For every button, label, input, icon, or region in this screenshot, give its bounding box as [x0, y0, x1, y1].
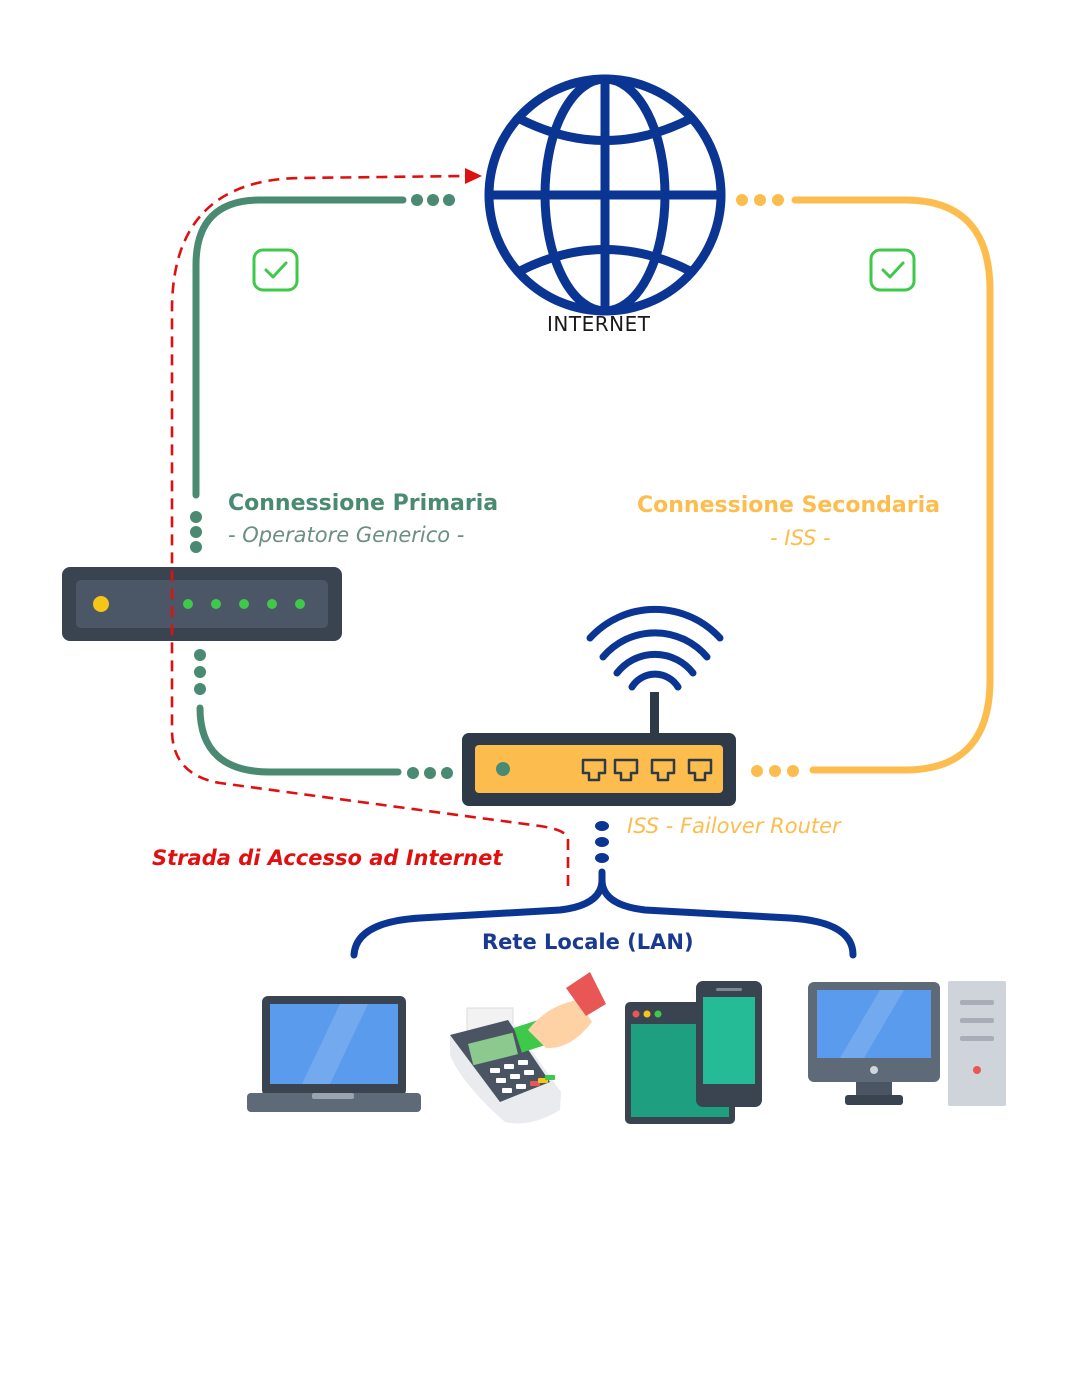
secondary-connection-subtitle: - ISS - — [770, 526, 831, 550]
lan-connector — [350, 821, 857, 959]
pos-terminal-icon — [450, 972, 606, 1124]
router-icon — [462, 605, 736, 806]
arrow-head-icon — [465, 168, 482, 184]
desktop-computer-icon — [808, 981, 1006, 1106]
modem-icon — [62, 567, 342, 641]
check-icon — [252, 248, 299, 292]
primary-connection-title: Connessione Primaria — [228, 491, 499, 516]
laptop-icon — [247, 996, 421, 1112]
access-path-label: Strada di Accesso ad Internet — [152, 846, 503, 870]
router-label: ISS - Failover Router — [627, 814, 841, 838]
secondary-connection-line — [791, 196, 994, 774]
tablet-phone-icon — [625, 981, 762, 1124]
primary-connection-line — [192, 196, 407, 776]
lan-label: Rete Locale (LAN) — [482, 930, 694, 954]
access-path-line — [170, 168, 570, 886]
primary-connection-subtitle: - Operatore Generico - — [228, 523, 465, 547]
globe-icon — [484, 74, 726, 316]
internet-label: INTERNET — [547, 312, 651, 336]
secondary-connection-title: Connessione Secondaria — [637, 493, 941, 518]
check-icon — [869, 248, 916, 292]
primary-connection-dots — [190, 194, 455, 779]
secondary-connection-dots — [736, 194, 799, 777]
